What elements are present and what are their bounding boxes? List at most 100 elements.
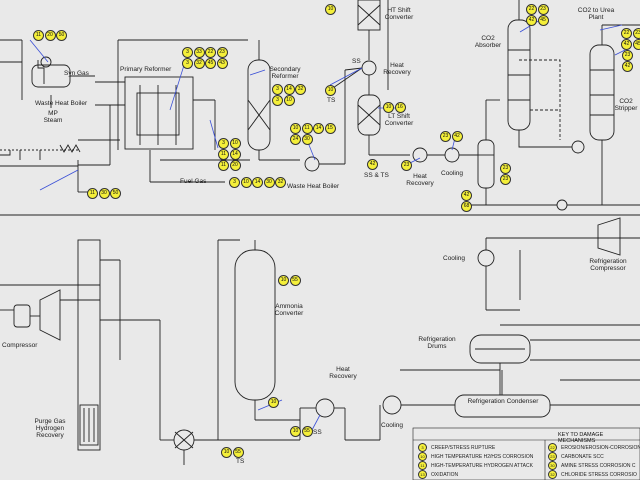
lt-shift-converter-label: LT Shift Converter xyxy=(384,113,414,127)
ammonia-converter-label: Ammonia Converter xyxy=(274,303,304,317)
damage-tag-group: 42 xyxy=(622,61,634,72)
damage-mechanism-tag: 3 xyxy=(182,58,193,69)
legend-item-number: 23 xyxy=(548,452,557,461)
refrigeration-compressor xyxy=(597,217,621,256)
legend-item-number: 30 xyxy=(548,461,557,470)
damage-mechanism-tag: 10 xyxy=(268,397,279,408)
damage-mechanism-tag: 55 xyxy=(301,426,313,437)
damage-mechanism-tag: 68 xyxy=(461,201,472,212)
purge-gas-label: Purge Gas Hydrogen Recovery xyxy=(34,418,66,439)
damage-mechanism-tag: 42 xyxy=(461,190,472,201)
damage-mechanism-tag: 42 xyxy=(621,39,632,50)
damage-mechanism-tag: 43 xyxy=(216,58,228,69)
damage-mechanism-tag: 10 xyxy=(290,426,301,437)
damage-mechanism-tag: 42 xyxy=(526,15,537,26)
damage-mechanism-tag: 22 xyxy=(621,28,632,39)
refrigeration-drums-label: Refrigeration Drums xyxy=(418,336,456,350)
damage-mechanism-tag: 14 xyxy=(313,123,324,134)
damage-mechanism-tag: 23 xyxy=(537,4,549,15)
damage-mechanism-tag: 10 xyxy=(325,4,336,15)
legend-item-text: CREEP/STRESS RUPTURE xyxy=(431,444,496,451)
damage-mechanism-tag: 10 xyxy=(383,102,394,113)
damage-tag-group: 23 xyxy=(622,50,634,61)
damage-mechanism-tag: 42 xyxy=(451,131,463,142)
damage-mechanism-tag: 22 xyxy=(526,4,537,15)
waste-heat-boiler-2-label: Waste Heat Boiler xyxy=(287,183,340,190)
damage-mechanism-tag: 30 xyxy=(301,134,313,145)
ts-label: TS xyxy=(327,97,336,104)
damage-mechanism-tag: 23 xyxy=(401,160,412,171)
damage-mechanism-tag: 23 xyxy=(500,163,511,174)
damage-tag-group: 23 xyxy=(500,163,512,174)
damage-mechanism-tag: 32 xyxy=(295,84,306,95)
ht-shift-converter-label: HT Shift Converter xyxy=(384,7,414,21)
damage-mechanism-tag: 22 xyxy=(205,47,216,58)
damage-mechanism-tag: 23 xyxy=(216,47,228,58)
legend-item: 30 AMINE STRESS CORROSION C xyxy=(548,461,635,470)
legend-item: 3 CREEP/STRESS RUPTURE xyxy=(418,443,495,452)
damage-mechanism-tag: 3 xyxy=(218,138,229,149)
damage-mechanism-tag: 10 xyxy=(221,447,232,458)
damage-mechanism-tag: 23 xyxy=(500,174,511,185)
damage-mechanism-tag: 3 xyxy=(182,47,193,58)
legend-item-number: 11 xyxy=(418,461,427,470)
legend-item-text: AMINE STRESS CORROSION C xyxy=(561,462,636,469)
legend-item-number: 13 xyxy=(418,470,427,479)
legend-item: 13 OXIDATION xyxy=(418,470,458,479)
damage-mechanism-tag: 50 xyxy=(56,30,67,41)
damage-mechanism-tag: 42 xyxy=(622,61,633,72)
damage-tag-group: 42 xyxy=(461,190,473,201)
damage-mechanism-tag: 11 xyxy=(87,188,98,199)
damage-mechanism-tag: 14 xyxy=(252,177,263,188)
damage-mechanism-tag: 55 xyxy=(289,275,301,286)
damage-mechanism-tag: 11 xyxy=(218,160,229,171)
ss-ts-label: SS & TS xyxy=(364,172,389,179)
damage-mechanism-tag: 32 xyxy=(275,177,286,188)
primary-reformer-label: Primary Reformer xyxy=(120,66,172,73)
damage-mechanism-tag: 45 xyxy=(632,39,640,50)
legend-title: KEY TO DAMAGE MECHANISMS xyxy=(558,432,604,444)
legend-item: 23 CARBONATE SCC xyxy=(548,452,604,461)
legend-item-text: HIGH-TEMPERATURE HYDROGEN ATTACK xyxy=(431,462,533,469)
compressor-label: Compressor xyxy=(2,342,38,349)
damage-mechanism-tag: 23 xyxy=(440,131,451,142)
damage-mechanism-tag: 3 xyxy=(229,177,240,188)
legend-item-number: 3 xyxy=(418,443,427,452)
damage-tag-group: 10 xyxy=(325,85,337,96)
purge-gas-column xyxy=(77,239,101,451)
ss-label: SS xyxy=(352,58,361,65)
co2-stripper-label: CO2 Stripper xyxy=(614,98,638,112)
co2-to-urea-label: CO2 to Urea Plant xyxy=(577,7,615,21)
legend-item-text: EROSION/EROSION-CORROSION xyxy=(561,444,640,451)
heat-recovery-1-label: Heat Recovery xyxy=(383,62,411,76)
damage-mechanism-tag: 45 xyxy=(537,15,549,26)
co2-stripper xyxy=(589,44,615,141)
cooling-3-label: Cooling xyxy=(381,422,404,429)
legend-item-text: CARBONATE SCC xyxy=(561,453,604,460)
co2-absorber-label: CO2 Absorber xyxy=(474,35,502,49)
legend-item-number: 10 xyxy=(418,452,427,461)
damage-tag-group: 10 xyxy=(325,4,337,15)
damage-mechanism-tag: 24 xyxy=(290,134,301,145)
legend-item-number: 32 xyxy=(548,470,557,479)
damage-mechanism-tag: 11 xyxy=(33,30,44,41)
legend-item-text: OXIDATION xyxy=(431,471,459,478)
damage-mechanism-tag: 23 xyxy=(632,28,640,39)
primary-reformer xyxy=(124,76,194,150)
damage-mechanism-tag: 3 xyxy=(272,95,283,106)
